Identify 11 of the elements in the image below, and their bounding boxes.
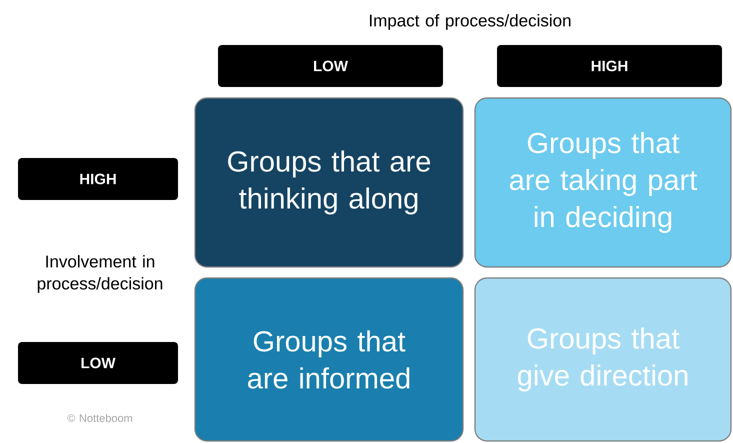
quadrant-box: Groups that are taking part in deciding [474,97,732,268]
quadrant-box: Groups that give direction [474,277,732,442]
quadrant-box: Groups that are informed [194,277,464,442]
label-bar: HIGH [18,158,178,200]
axis-title: Involvement in process/decision [38,255,162,293]
label-bar: HIGH [497,44,722,87]
label-bar: LOW [18,342,178,384]
label-bar: LOW [218,44,443,87]
axis-title: Impact of process/decision [370,14,570,30]
copyright-note: © Notteboom [67,414,132,422]
quadrant-box: Groups that are thinking along [194,97,464,268]
